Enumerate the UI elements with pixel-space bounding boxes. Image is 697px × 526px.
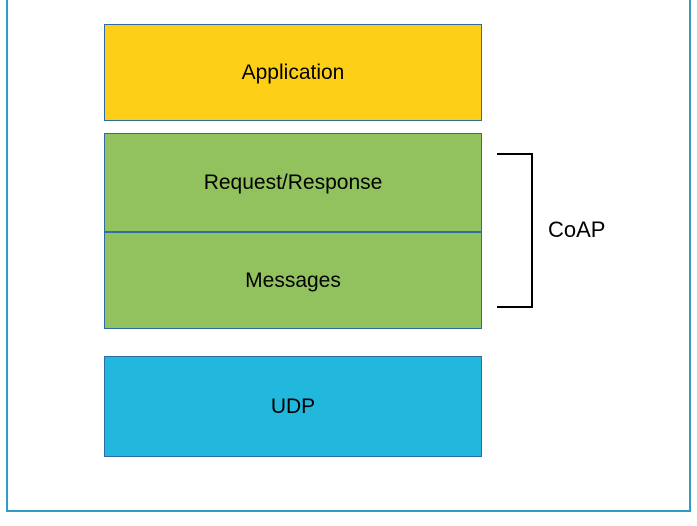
layer-label-udp: UDP — [270, 395, 316, 418]
frame-right-edge — [689, 0, 691, 512]
layer-label-messages: Messages — [245, 269, 341, 292]
coap-grouping-bracket — [497, 153, 533, 308]
frame-left-edge — [6, 0, 8, 512]
layer-label-application: Application — [241, 61, 345, 84]
layer-label-request-response: Request/Response — [203, 171, 383, 194]
layer-box-request-response: Request/Response — [104, 133, 482, 232]
frame-bottom-edge — [6, 510, 691, 512]
coap-grouping-label: CoAP — [548, 217, 606, 242]
layer-box-udp: UDP — [104, 356, 482, 457]
layer-box-application: Application — [104, 24, 482, 121]
layer-box-messages: Messages — [104, 232, 482, 329]
